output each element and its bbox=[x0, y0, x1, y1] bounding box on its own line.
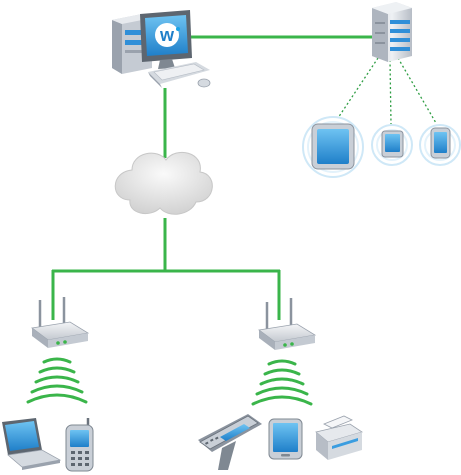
wireless-link-phone-right bbox=[397, 57, 437, 124]
wired-links bbox=[51, 35, 373, 320]
wireless-router-icon[interactable] bbox=[258, 298, 317, 350]
wireless-link-tablet bbox=[337, 57, 379, 119]
cloud-icon bbox=[114, 151, 213, 215]
tablet-icon[interactable] bbox=[302, 116, 364, 178]
wireless-signal-icon bbox=[26, 357, 88, 404]
wireless-link-phone-middle bbox=[389, 59, 392, 125]
desktop-computer-icon[interactable]: w bbox=[112, 10, 211, 88]
barcode-scanner-icon[interactable] bbox=[198, 414, 262, 470]
wireless-links bbox=[337, 57, 437, 125]
tablet-icon[interactable] bbox=[268, 418, 303, 460]
printer-icon[interactable] bbox=[315, 415, 363, 460]
laptop-icon[interactable] bbox=[2, 418, 62, 470]
server-icon[interactable] bbox=[372, 2, 412, 62]
wireless-router-icon[interactable] bbox=[31, 297, 90, 348]
smartphone-icon[interactable] bbox=[419, 124, 461, 166]
rugged-handheld-icon[interactable] bbox=[65, 418, 94, 472]
smartphone-icon[interactable] bbox=[371, 124, 413, 166]
logo-letter: w bbox=[159, 25, 175, 45]
wireless-signal-icon bbox=[251, 359, 313, 406]
